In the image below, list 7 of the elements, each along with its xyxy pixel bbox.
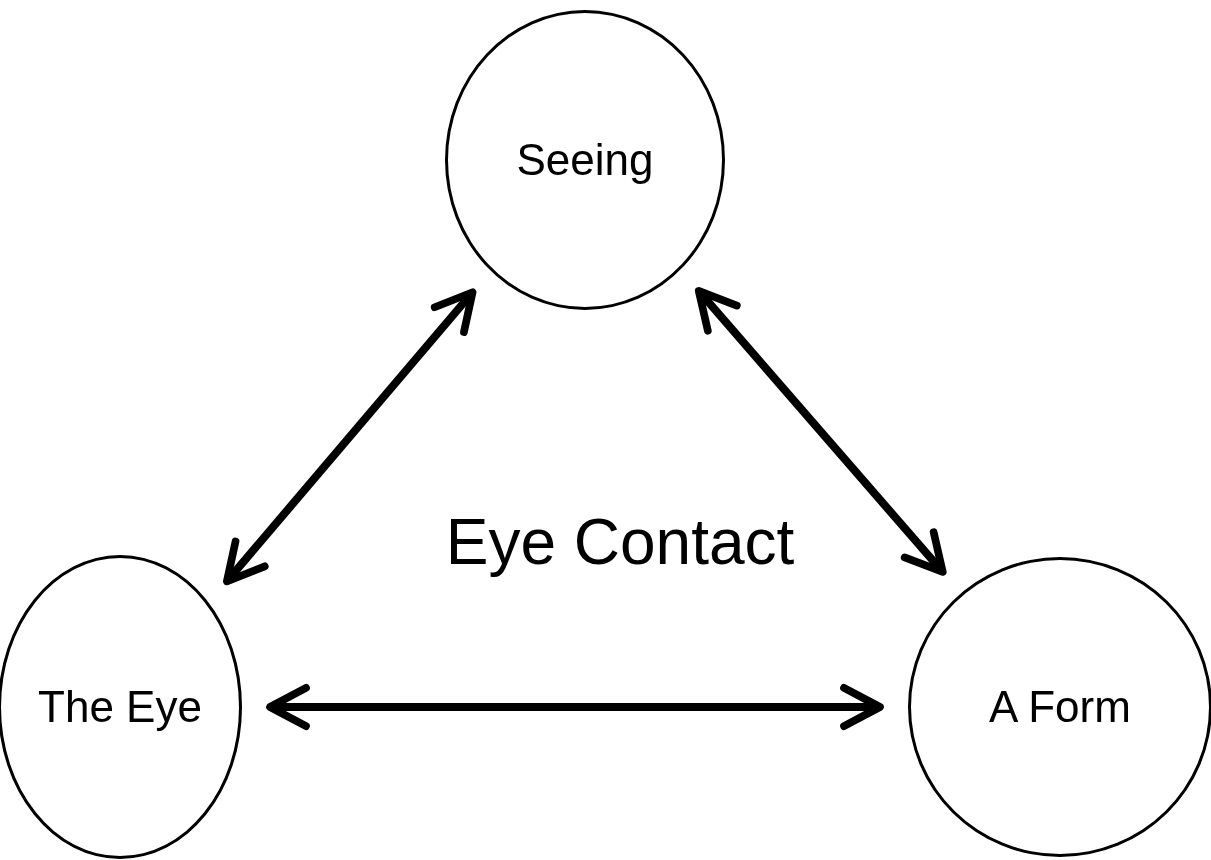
double-arrow	[266, 683, 884, 731]
node-label: The Eye	[38, 682, 202, 732]
diagram-title: Eye Contact	[444, 505, 796, 579]
node-label: Seeing	[516, 135, 654, 185]
double-arrow	[223, 288, 477, 586]
node-label: A Form	[989, 682, 1131, 732]
double-arrow	[694, 287, 947, 576]
